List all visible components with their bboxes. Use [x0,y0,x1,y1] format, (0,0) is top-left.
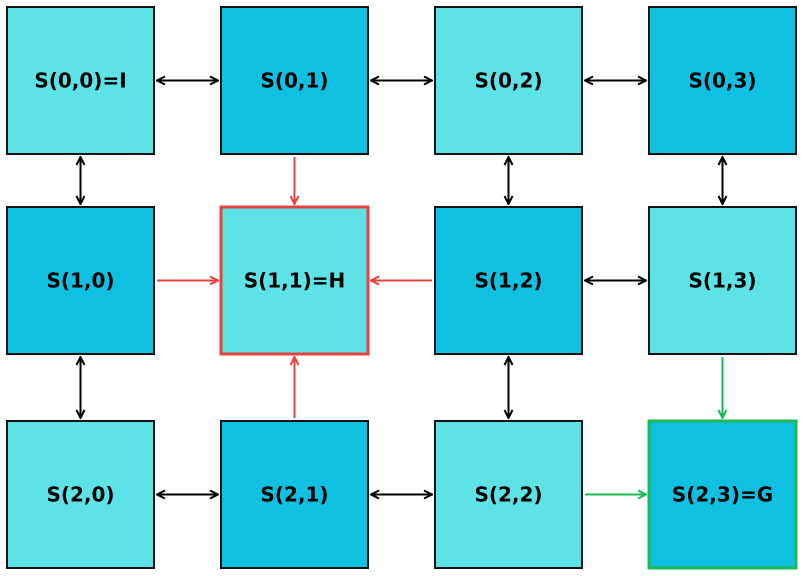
edges-layer [81,81,723,495]
cell-s20: S(2,0) [6,420,155,569]
cells-layer: S(0,0)=I S(0,1) S(0,2) S(0,3) S(1,0) S(1,1)=H… [6,6,798,570]
cell-box-s10 [6,206,155,355]
cell-box-s23 [647,419,798,570]
cell-s01: S(0,1) [220,6,369,155]
cell-box-s21 [220,420,369,569]
cell-label-s03: S(0,3) [688,69,756,93]
cell-box-s12 [434,206,583,355]
cell-box-s02 [434,6,583,155]
cell-label-s01: S(0,1) [260,69,328,93]
cell-s03: S(0,3) [648,6,797,155]
cell-label-s12: S(1,2) [474,269,542,293]
cell-label-s00: S(0,0)=I [34,69,126,93]
cell-label-s10: S(1,0) [46,269,114,293]
cell-box-s20 [6,420,155,569]
cell-box-s22 [434,420,583,569]
cell-label-s22: S(2,2) [474,483,542,507]
cell-label-s20: S(2,0) [46,483,114,507]
cell-box-s00 [6,6,155,155]
cell-label-s11: S(1,1)=H [244,269,346,293]
cell-box-s11 [219,205,370,356]
cell-s02: S(0,2) [434,6,583,155]
cell-s11: S(1,1)=H [219,205,370,356]
cell-s10: S(1,0) [6,206,155,355]
cell-s23: S(2,3)=G [647,419,798,570]
cell-box-s01 [220,6,369,155]
cell-box-s13 [648,206,797,355]
cell-label-s21: S(2,1) [260,483,328,507]
cell-box-s03 [648,6,797,155]
cell-label-s13: S(1,3) [688,269,756,293]
cell-s00: S(0,0)=I [6,6,155,155]
cell-label-s23: S(2,3)=G [672,483,773,507]
cell-s22: S(2,2) [434,420,583,569]
cell-label-s02: S(0,2) [474,69,542,93]
cell-s13: S(1,3) [648,206,797,355]
cell-s21: S(2,1) [220,420,369,569]
cell-s12: S(1,2) [434,206,583,355]
